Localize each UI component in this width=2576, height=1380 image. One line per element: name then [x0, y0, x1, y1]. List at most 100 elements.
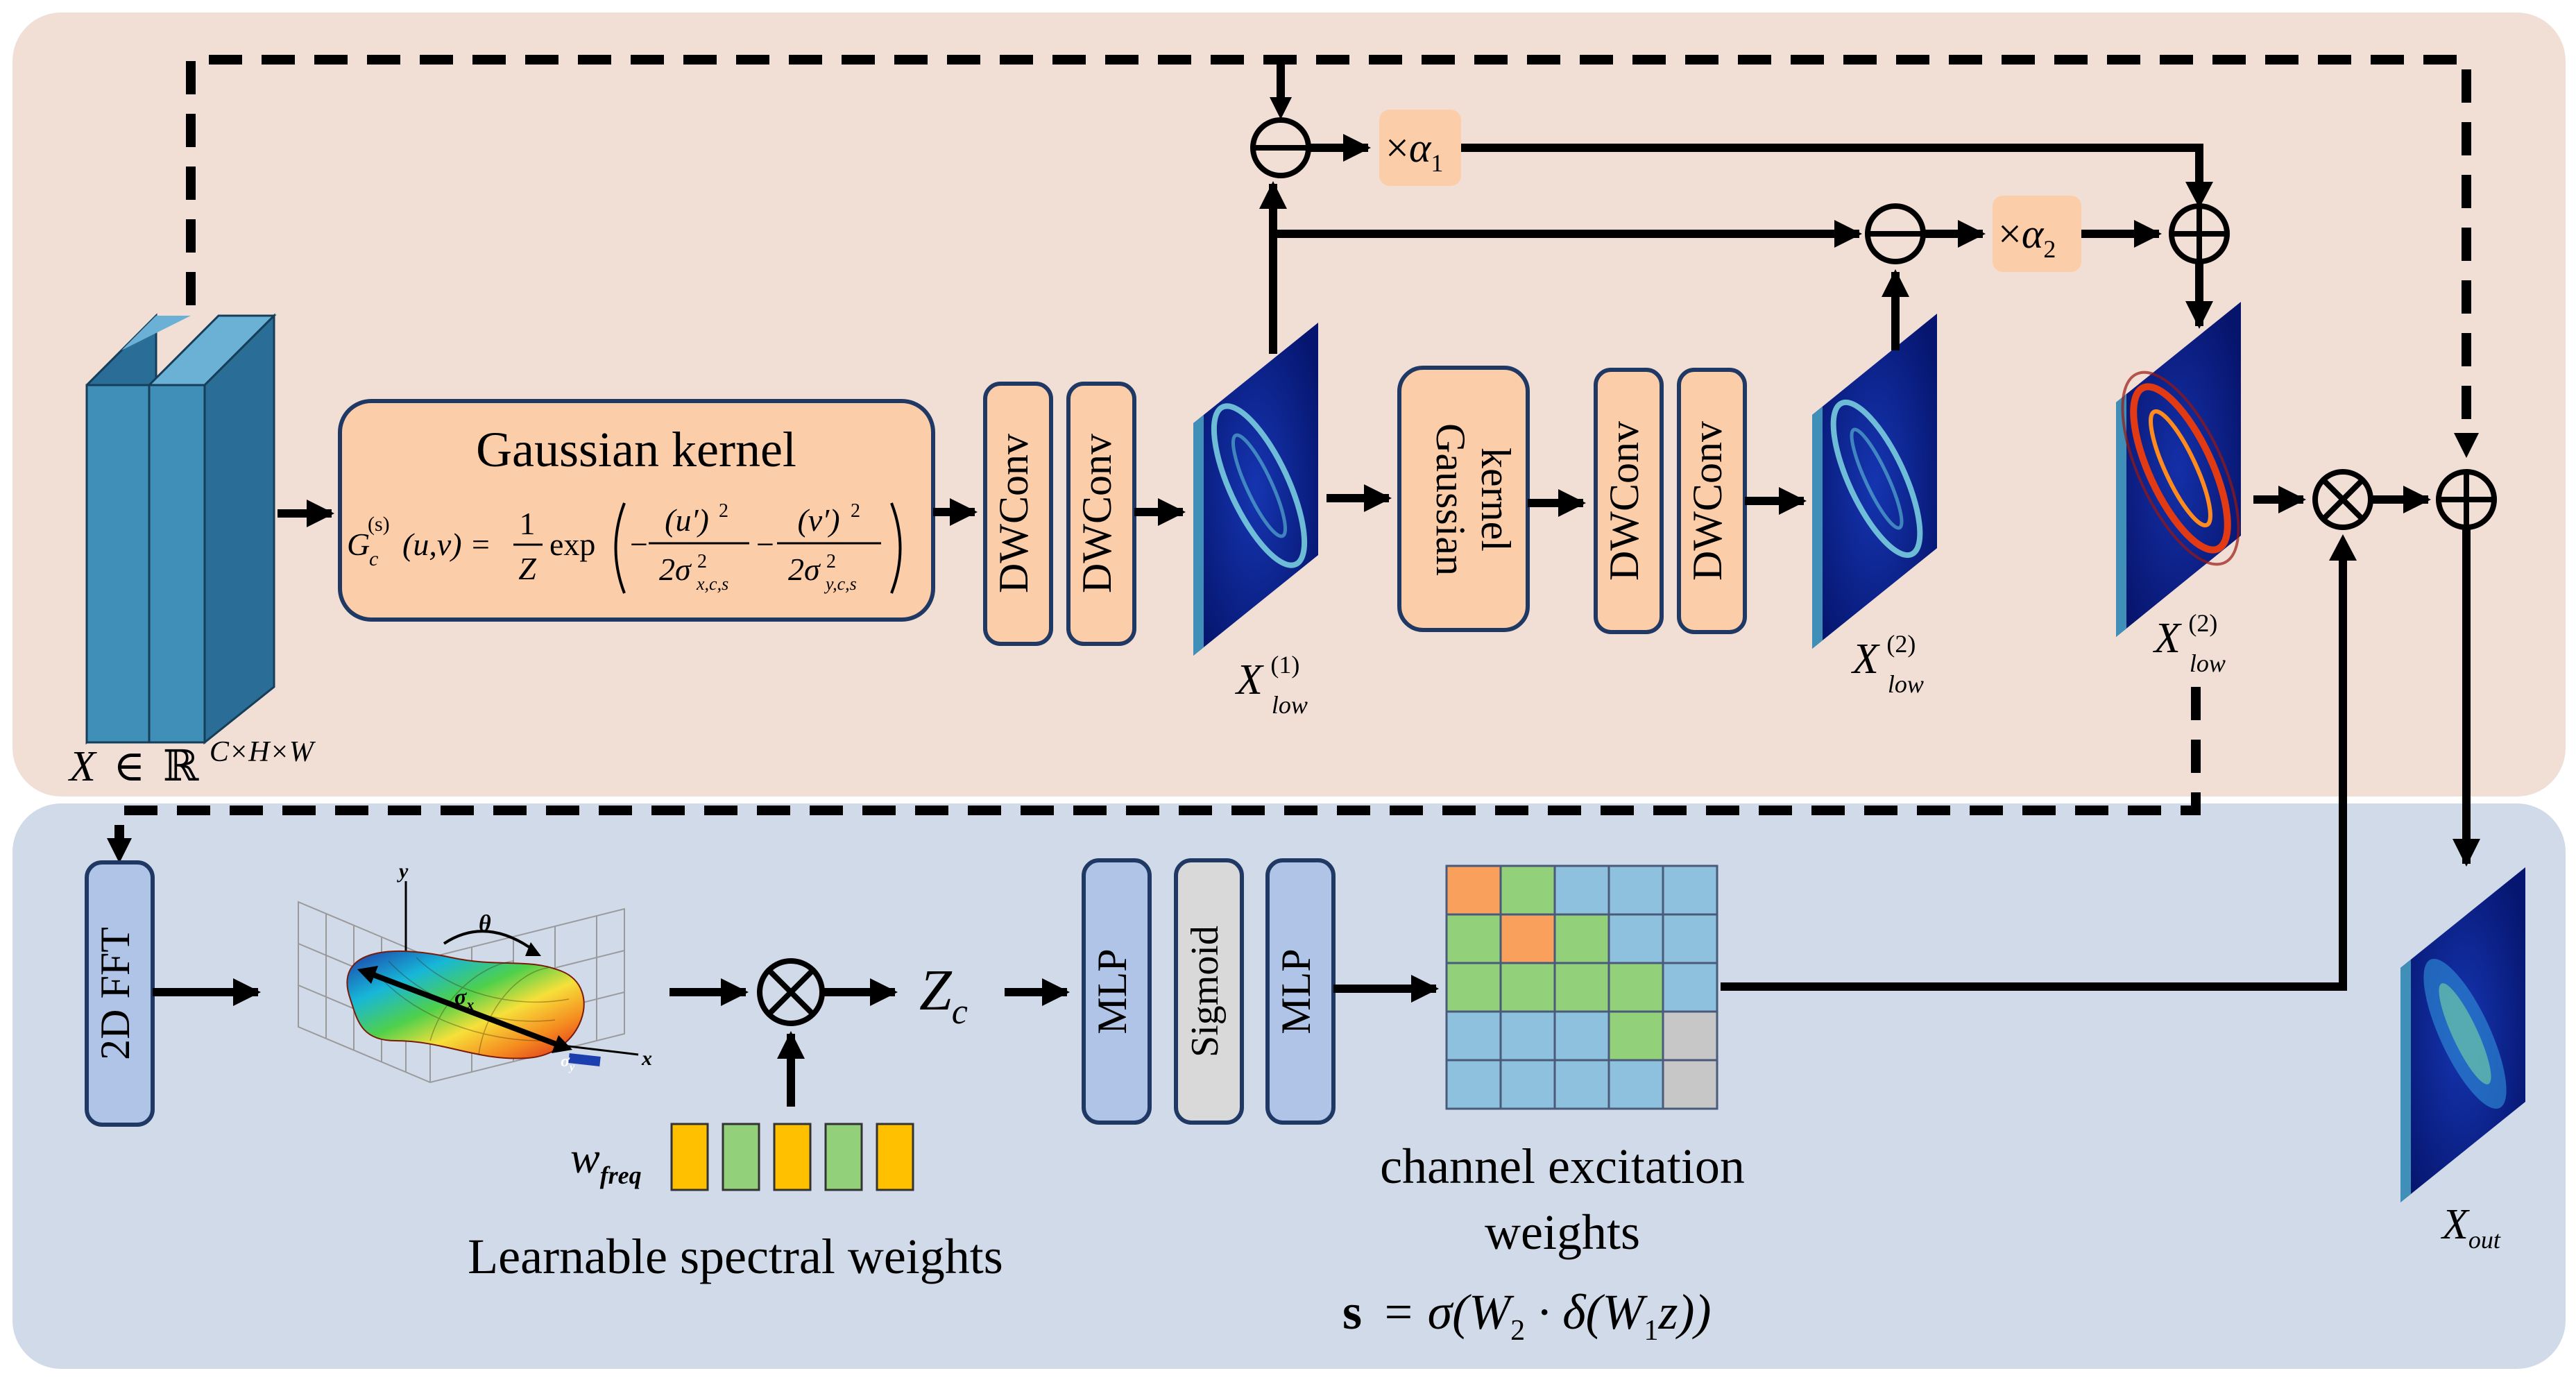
- weight-grid-cell: [1499, 1059, 1556, 1110]
- svg-text:(u,v) =: (u,v) =: [402, 527, 491, 562]
- weight-grid-cell: [1445, 1010, 1502, 1062]
- weight-grid-cell: [1607, 913, 1664, 964]
- weight-grid-cell: [1445, 962, 1502, 1013]
- excitation-formula: s = σ(W2 · δ(W1z)): [1342, 1284, 1711, 1347]
- svg-text:2D FFT: 2D FFT: [92, 927, 138, 1060]
- svg-text:1: 1: [520, 506, 536, 541]
- line-grid-to-multiply-top: [1721, 555, 2347, 991]
- dwconv-block-3: DWConv: [1594, 368, 1664, 634]
- svg-text:DWConv: DWConv: [1074, 434, 1120, 593]
- alpha1-box: [1379, 110, 1461, 186]
- svg-text:(u′): (u′): [665, 502, 709, 538]
- svg-text:θ: θ: [479, 911, 491, 937]
- weight-grid-cell: [1607, 1059, 1664, 1110]
- svg-text:DWConv: DWConv: [1601, 421, 1647, 581]
- spectral-weight-bar: [773, 1123, 812, 1191]
- dashed-branch-arrowhead: [1270, 97, 1292, 119]
- feature-map-xlow1: [1193, 323, 1318, 656]
- weight-grid-cell: [1553, 962, 1610, 1013]
- spectral-caption: Learnable spectral weights: [468, 1229, 1003, 1284]
- xlow2-label: X (2) low: [1850, 615, 1927, 698]
- svg-text:x: x: [641, 1047, 652, 1070]
- channel-caption-line2: weights: [1485, 1204, 1640, 1260]
- gaussian-ellipsoid-plot: y x θ σx σy: [298, 860, 652, 1084]
- svg-text:2σ: 2σ: [788, 552, 821, 587]
- weight-grid-cell: [1662, 1010, 1718, 1062]
- svg-text:2σ: 2σ: [659, 552, 692, 587]
- svg-text:G: G: [347, 527, 370, 562]
- feature-map-xlow-heat: [2116, 302, 2241, 637]
- mlp-block-2: MLP: [1265, 858, 1336, 1125]
- line-alpha1-to-plus1: [1461, 144, 2203, 187]
- svg-text:Gaussian: Gaussian: [1428, 423, 1474, 576]
- weight-grid-cell: [1607, 962, 1664, 1013]
- svg-text:c: c: [369, 547, 378, 570]
- dashed-skip-connections: [114, 55, 2471, 852]
- sigmoid-block: Sigmoid: [1174, 858, 1244, 1125]
- weight-grid-cell: [1662, 864, 1718, 916]
- svg-text:−: −: [756, 527, 774, 562]
- svg-text:σx: σx: [454, 984, 474, 1013]
- svg-text:DWConv: DWConv: [1684, 421, 1730, 581]
- svg-text:2: 2: [826, 551, 836, 572]
- channel-caption-line1: channel excitation: [1380, 1139, 1745, 1194]
- svg-text:y: y: [397, 860, 409, 883]
- wfreq-label: wfreq: [570, 1133, 642, 1189]
- spectral-weight-bar: [722, 1123, 760, 1191]
- weight-grid-cell: [1445, 913, 1502, 964]
- alpha1-label: ×α1: [1385, 125, 1443, 177]
- dashed-arrowhead-top: [2454, 433, 2479, 458]
- spectral-weight-bar: [824, 1123, 863, 1191]
- feature-map-xout: [2400, 867, 2525, 1202]
- svg-text:2: 2: [719, 500, 728, 522]
- arrowhead-multiply-top-bottom: [2329, 534, 2357, 561]
- svg-text:2: 2: [697, 551, 707, 572]
- dwconv-block-4: DWConv: [1677, 368, 1747, 634]
- zc-label: Zc: [919, 958, 968, 1032]
- spectral-weight-bar: [670, 1123, 709, 1191]
- input-label: X ∈ ℝ C×H×W: [67, 736, 316, 790]
- svg-text:2: 2: [851, 500, 860, 522]
- weight-grid-cell: [1553, 913, 1610, 964]
- weight-grid-cell: [1499, 864, 1556, 916]
- dwconv-block-1: DWConv: [983, 382, 1053, 646]
- add-op-2: [2436, 469, 2497, 530]
- weight-grid-cell: [1607, 864, 1664, 916]
- svg-text:y,c,s: y,c,s: [824, 574, 857, 594]
- weight-grid-cell: [1662, 913, 1718, 964]
- spectral-weights: [670, 1123, 914, 1191]
- dashed-arrowhead-fft: [107, 838, 132, 863]
- weight-grid-cell: [1499, 1010, 1556, 1062]
- svg-text:exp: exp: [549, 527, 595, 562]
- xlow3-label: X (2) low: [2152, 594, 2228, 677]
- svg-text:−: −: [630, 527, 648, 562]
- gaussian-formula: G (s) c (u,v) = 1 Z exp − (u′) 2 2σ 2 x,…: [347, 500, 902, 594]
- svg-text:kernel: kernel: [1473, 448, 1519, 552]
- svg-text:Z: Z: [518, 551, 536, 586]
- weight-grid-cell: [1445, 1059, 1502, 1110]
- arrowhead-plus1-top: [2185, 182, 2213, 208]
- alpha2-box: [1993, 196, 2081, 272]
- gaussian-kernel-title: Gaussian kernel: [476, 422, 796, 477]
- svg-text:MLP: MLP: [1273, 948, 1319, 1034]
- input-tensor: [85, 313, 277, 745]
- alpha2-label: ×α2: [1998, 211, 2056, 263]
- weight-grid-cell: [1499, 962, 1556, 1013]
- channel-weight-grid: [1445, 864, 1718, 1110]
- spectral-weight-bar: [876, 1123, 914, 1191]
- svg-text:Sigmoid: Sigmoid: [1184, 926, 1227, 1057]
- svg-text:(s): (s): [368, 513, 390, 536]
- gaussian-kernel-block-2: Gaussian kernel: [1397, 366, 1530, 632]
- feature-map-xlow2: [1812, 314, 1937, 649]
- svg-text:(v′): (v′): [797, 502, 839, 538]
- weight-grid-cell: [1445, 864, 1502, 916]
- weight-grid-cell: [1499, 913, 1556, 964]
- fft-block: 2D FFT: [85, 860, 155, 1127]
- add-op-1: [2169, 203, 2230, 264]
- weight-grid-cell: [1607, 1010, 1664, 1062]
- xlow1-label: X (1) low: [1234, 636, 1311, 719]
- dwconv-block-2: DWConv: [1066, 382, 1136, 646]
- svg-text:σy: σy: [561, 1053, 575, 1073]
- svg-text:MLP: MLP: [1089, 948, 1135, 1034]
